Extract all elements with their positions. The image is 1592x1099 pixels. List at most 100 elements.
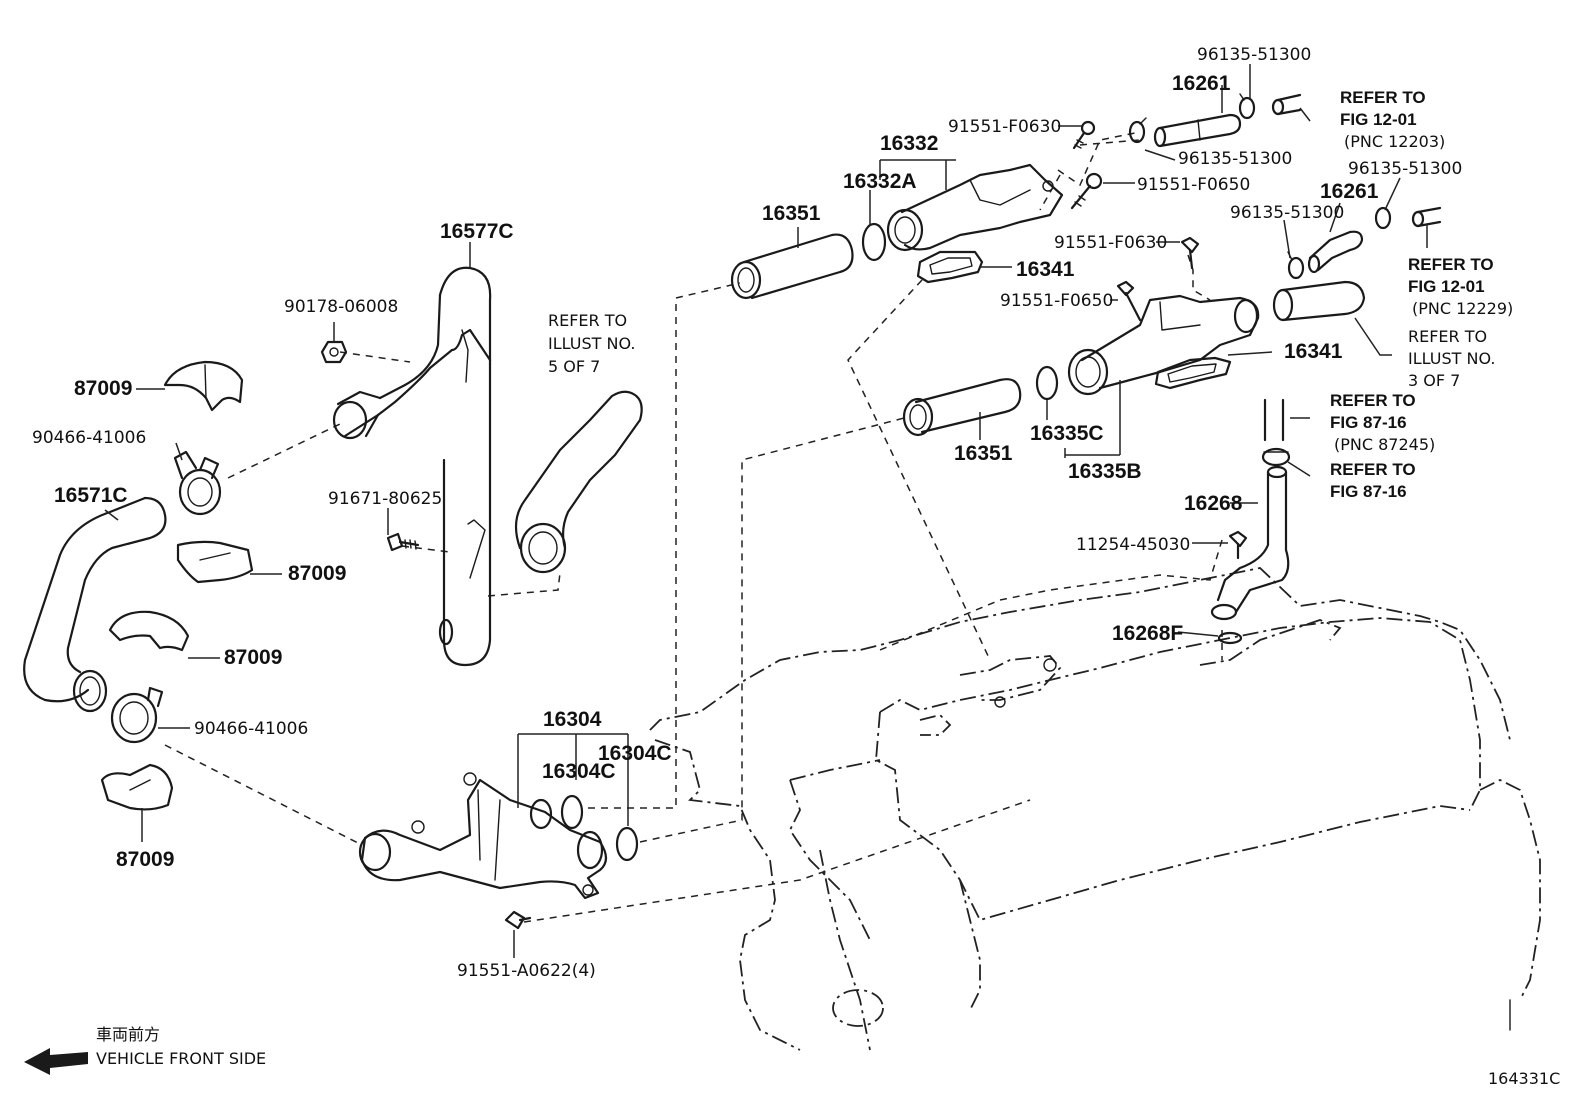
svg-text:FIG 12-01: FIG 12-01 — [1340, 110, 1417, 129]
label-16332A: 16332A — [843, 170, 917, 193]
part-16304C-oring-2[interactable] — [615, 826, 639, 862]
svg-text:5 OF 7: 5 OF 7 — [548, 357, 600, 376]
part-91671-bolt[interactable] — [386, 532, 420, 552]
part-hose-ref-illust3[interactable] — [1272, 280, 1366, 322]
svg-text:(PNC 12203): (PNC 12203) — [1344, 132, 1445, 151]
part-87009-insulator-4[interactable] — [100, 763, 174, 811]
label-11254-45030: 11254-45030 — [1076, 535, 1190, 555]
label-87009-3: 87009 — [224, 646, 282, 669]
ref-fig-87-16-pnc-87245[interactable]: REFER TO FIG 87-16 (PNC 87245) — [1330, 391, 1435, 454]
part-16261-hose-2[interactable] — [1307, 230, 1364, 274]
part-90178-nut[interactable] — [320, 340, 348, 364]
part-16341-gasket-1[interactable] — [916, 250, 984, 284]
part-87009-insulator-1[interactable] — [163, 360, 244, 412]
label-96135-51300-4: 96135-51300 — [1230, 203, 1344, 223]
part-87009-insulator-2[interactable] — [176, 540, 254, 584]
part-90466-clamp-1[interactable] — [173, 450, 222, 516]
svg-text:FIG 87-16: FIG 87-16 — [1330, 482, 1407, 501]
svg-text:FIG 12-01: FIG 12-01 — [1408, 277, 1485, 296]
part-hose-ref-12203[interactable] — [1271, 93, 1302, 116]
label-16268: 16268 — [1184, 492, 1243, 515]
label-16335C: 16335C — [1030, 422, 1104, 445]
label-16571C: 16571C — [54, 484, 128, 507]
part-16261-hose-1[interactable] — [1153, 113, 1242, 148]
svg-text:ILLUST NO.: ILLUST NO. — [548, 334, 635, 353]
part-16571C-hose[interactable] — [23, 496, 167, 713]
label-87009-4: 87009 — [116, 848, 174, 871]
label-90178-06008: 90178-06008 — [284, 297, 398, 317]
svg-text:FIG 87-16: FIG 87-16 — [1330, 413, 1407, 432]
label-96135-51300-3: 96135-51300 — [1348, 159, 1462, 179]
part-87009-insulator-3[interactable] — [108, 610, 190, 652]
label-91551-A0622: 91551-A0622(4) — [457, 961, 596, 981]
part-16304-outlet[interactable] — [358, 772, 608, 900]
label-90466-41006-1: 90466-41006 — [32, 428, 146, 448]
part-hose-ref-illust5[interactable] — [514, 390, 643, 574]
part-91551-F0650-bolt-2[interactable] — [1116, 280, 1142, 322]
part-90466-clamp-2[interactable] — [110, 686, 164, 744]
engine-block-outline — [649, 567, 1541, 1051]
reference-notes: REFER TO ILLUST NO. 5 OF 7 REFER TO FIG … — [548, 88, 1513, 501]
part-16332-housing[interactable] — [886, 163, 1064, 252]
label-87009-1: 87009 — [74, 377, 132, 400]
part-96135-clamp-3[interactable] — [1374, 206, 1392, 230]
label-91551-F0650-2: 91551-F0650 — [1000, 291, 1113, 311]
part-16351-pipe-2[interactable] — [902, 378, 1022, 437]
part-96135-clamp-2[interactable] — [1238, 93, 1256, 120]
ref-illust-5-of-7[interactable]: REFER TO ILLUST NO. 5 OF 7 — [548, 311, 635, 376]
label-91551-F0630-2: 91551-F0630 — [1054, 233, 1167, 253]
label-16577C: 16577C — [440, 220, 514, 243]
part-11254-bolt[interactable] — [1228, 530, 1248, 560]
label-91671-80625: 91671-80625 — [328, 489, 442, 509]
part-91551-F0650-bolt-1[interactable] — [1070, 172, 1103, 210]
part-16335C-oring[interactable] — [1035, 365, 1059, 401]
label-91551-F0650-1: 91551-F0650 — [1137, 175, 1250, 195]
svg-text:REFER TO: REFER TO — [1340, 88, 1426, 107]
front-label-jp: 車両前方 — [96, 1025, 160, 1044]
label-91551-F0630-1: 91551-F0630 — [948, 117, 1061, 137]
label-16335B: 16335B — [1068, 460, 1142, 483]
vehicle-front-indicator: 車両前方 VEHICLE FRONT SIDE — [24, 1025, 266, 1075]
label-16341-2: 16341 — [1284, 340, 1343, 363]
svg-text:REFER TO: REFER TO — [1330, 391, 1416, 410]
ref-fig-12-01-pnc-12203[interactable]: REFER TO FIG 12-01 (PNC 12203) — [1340, 88, 1445, 151]
part-hose-ref-12229[interactable] — [1411, 206, 1442, 228]
svg-text:REFER TO: REFER TO — [1408, 255, 1494, 274]
ref-fig-12-01-pnc-12229[interactable]: REFER TO FIG 12-01 (PNC 12229) — [1408, 255, 1513, 318]
part-16577C-pipe[interactable] — [332, 266, 492, 667]
part-16351-pipe-1[interactable] — [730, 233, 854, 300]
ref-illust-3-of-7[interactable]: REFER TO ILLUST NO. 3 OF 7 — [1408, 327, 1495, 390]
svg-text:3 OF 7: 3 OF 7 — [1408, 371, 1460, 390]
part-91551-F0630-bolt-2[interactable] — [1180, 236, 1200, 270]
label-16261-2: 16261 — [1320, 180, 1379, 203]
ref-fig-87-16[interactable]: REFER TO FIG 87-16 — [1330, 460, 1416, 501]
part-16268F-gasket[interactable] — [1217, 631, 1243, 645]
part-16268-pipe[interactable] — [1210, 465, 1290, 621]
label-16351-1: 16351 — [762, 202, 821, 225]
part-91551-F0630-bolt-1[interactable] — [1072, 120, 1096, 150]
label-16268F: 16268F — [1112, 622, 1183, 645]
label-16341-1: 16341 — [1016, 258, 1075, 281]
svg-text:(PNC 87245): (PNC 87245) — [1334, 435, 1435, 454]
assembly-lines — [164, 131, 1223, 923]
svg-text:REFER TO: REFER TO — [1408, 327, 1487, 346]
part-labels: 16577C 90178-06008 87009 90466-41006 165… — [32, 45, 1462, 981]
part-96135-clamp-1[interactable] — [1128, 117, 1147, 144]
label-87009-2: 87009 — [288, 562, 346, 585]
label-16304: 16304 — [543, 708, 602, 731]
label-90466-41006-2: 90466-41006 — [194, 719, 308, 739]
part-16332A-oring[interactable] — [861, 222, 887, 262]
label-16332: 16332 — [880, 132, 938, 155]
part-16341-gasket-2[interactable] — [1154, 356, 1232, 390]
part-91551-A0622-bolt[interactable] — [504, 910, 532, 930]
front-label-en: VEHICLE FRONT SIDE — [96, 1049, 266, 1068]
svg-text:ILLUST NO.: ILLUST NO. — [1408, 349, 1495, 368]
part-pipe-ref-87245[interactable] — [1263, 398, 1285, 442]
part-16335B-housing[interactable] — [1067, 294, 1260, 396]
part-clamp-ref-87-16[interactable] — [1261, 447, 1291, 467]
svg-text:REFER TO: REFER TO — [1330, 460, 1416, 479]
part-16304C-oring-1[interactable] — [560, 794, 584, 830]
label-16304C-2: 16304C — [598, 742, 672, 765]
front-arrow-icon — [24, 1048, 88, 1075]
